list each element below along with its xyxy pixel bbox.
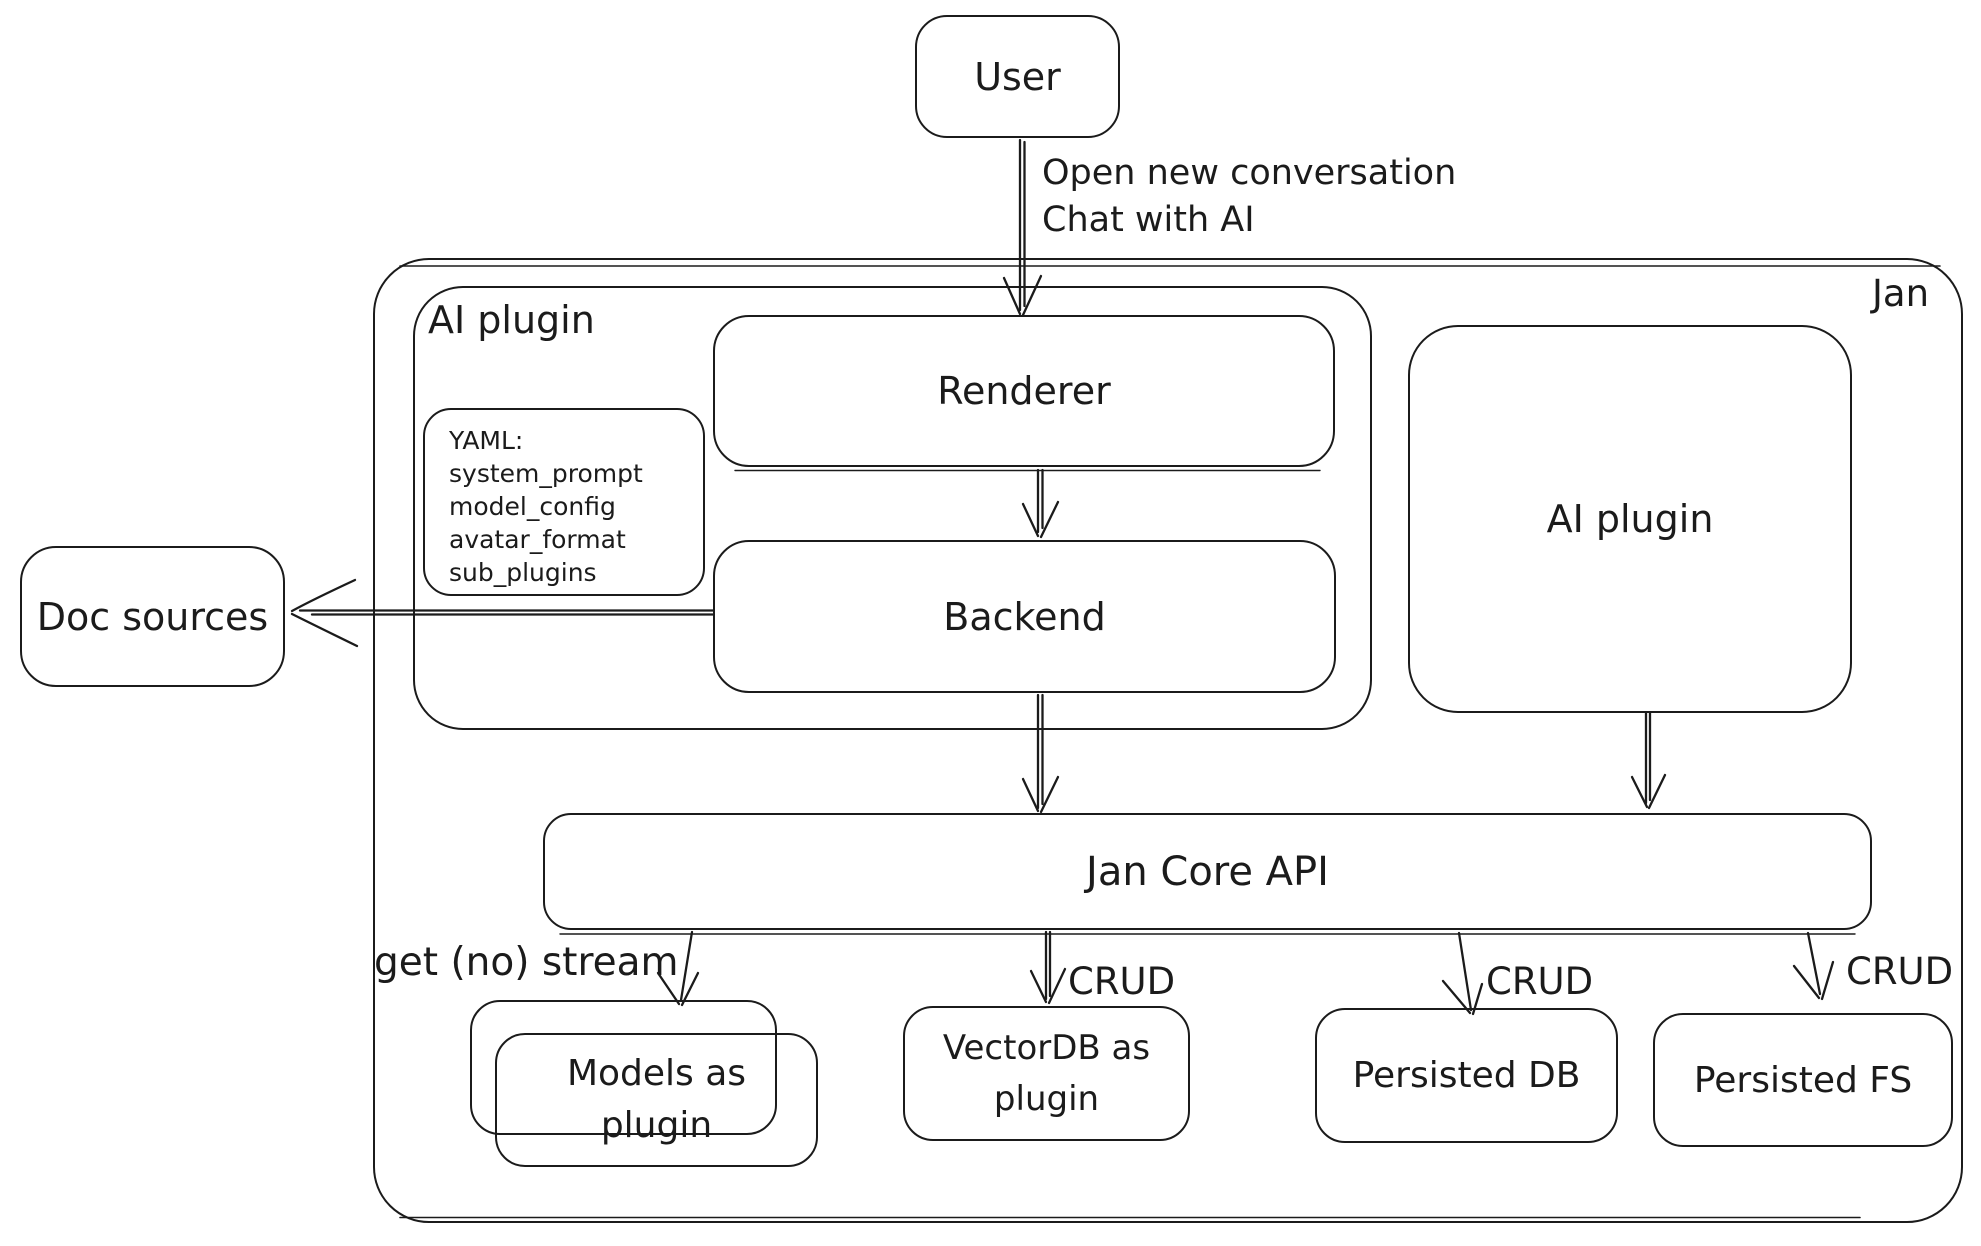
vectordb-plugin-node-label: VectorDB as plugin — [942, 1027, 1151, 1119]
persisted-db-node: Persisted DB — [1315, 1008, 1618, 1143]
persisted-fs-node: Persisted FS — [1653, 1013, 1953, 1147]
yaml-line: system_prompt — [449, 459, 643, 488]
ai-plugin-left-container-box — [413, 286, 1372, 730]
jan-core-api-node: Jan Core API — [543, 813, 1872, 930]
renderer-node: Renderer — [713, 315, 1335, 467]
persisted-fs-node-label: Persisted FS — [1693, 1059, 1913, 1101]
yaml-line: model_config — [449, 492, 616, 521]
jan-core-api-node-label: Jan Core API — [1086, 848, 1329, 895]
ai-plugin-right-node-label: AI plugin — [1546, 497, 1714, 541]
jan-container-box — [373, 258, 1963, 1223]
models-plugin-node: Models as plugin — [495, 1033, 818, 1167]
doc-sources-node: Doc sources — [20, 546, 285, 687]
jan-container-label: Jan — [1872, 272, 1930, 315]
user-edge-label-line2: Chat with AI — [1042, 200, 1255, 240]
yaml-line: avatar_format — [449, 525, 626, 554]
get-no-stream-label: get (no) stream — [374, 940, 679, 985]
crud-label-persisted-fs: CRUD — [1846, 950, 1954, 993]
models-plugin-back-box — [470, 1000, 777, 1135]
yaml-line: YAML: — [449, 426, 524, 455]
user-edge-label: Open new conversation Chat with AI — [1042, 150, 1456, 244]
user-node: User — [915, 15, 1120, 138]
persisted-db-node-label: Persisted DB — [1352, 1055, 1581, 1096]
doc-sources-node-label: Doc sources — [36, 594, 269, 639]
yaml-note: YAML: system_prompt model_config avatar_… — [423, 408, 705, 596]
backend-node-label: Backend — [943, 594, 1106, 639]
vectordb-plugin-node: VectorDB as plugin — [903, 1006, 1190, 1141]
crud-label-persisted-db: CRUD — [1486, 960, 1594, 1003]
backend-node: Backend — [713, 540, 1336, 693]
models-plugin-node-label: Models as plugin — [566, 1052, 747, 1146]
yaml-line: sub_plugins — [449, 558, 597, 587]
ai-plugin-right-node: AI plugin — [1408, 325, 1852, 713]
user-node-label: User — [974, 54, 1061, 99]
ai-plugin-left-label: AI plugin — [428, 298, 595, 342]
user-edge-label-line1: Open new conversation — [1042, 153, 1457, 193]
renderer-node-label: Renderer — [937, 369, 1111, 413]
crud-label-vectordb: CRUD — [1068, 960, 1176, 1003]
